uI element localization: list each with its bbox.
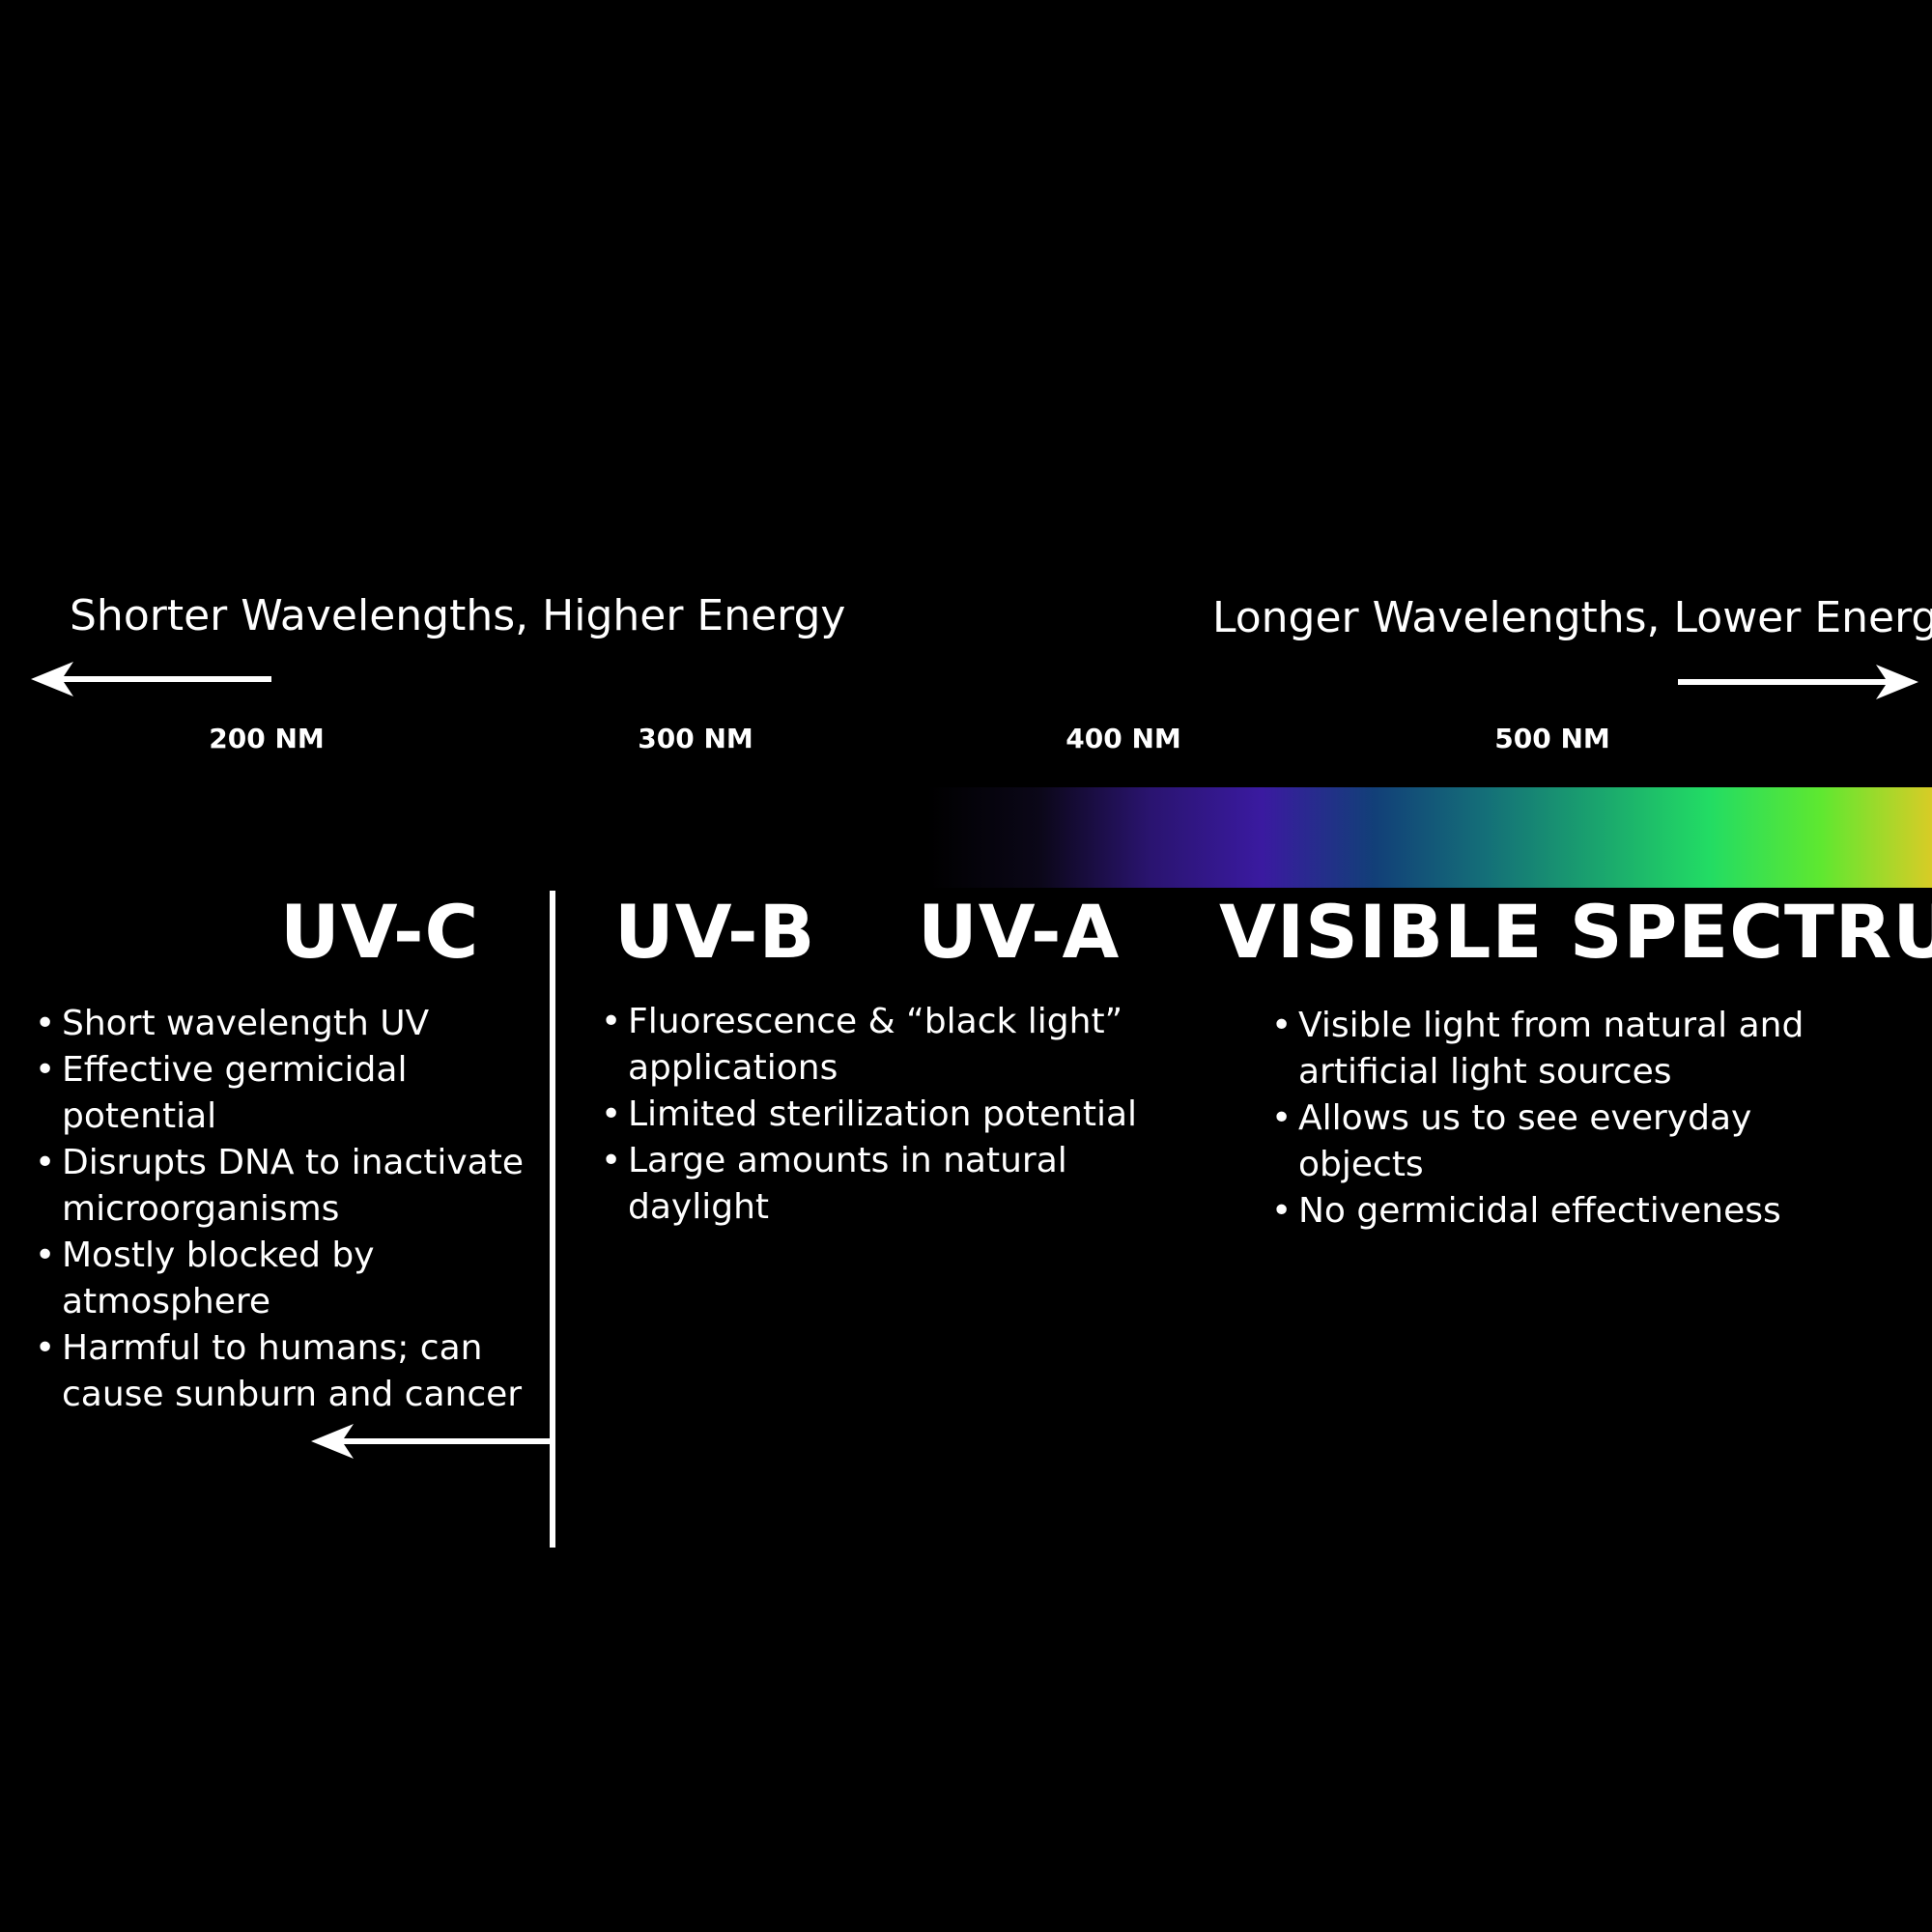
shorter-wavelengths-label: Shorter Wavelengths, Higher Energy <box>70 591 846 640</box>
visible-notes: Visible light from natural and artificia… <box>1269 1003 1888 1235</box>
tick-label-300nm: 300 NM <box>638 723 753 754</box>
uvc-note: Disrupts DNA to inactivate microorganism… <box>33 1140 545 1233</box>
visible-spectrum-title: VISIBLE SPECTRUM <box>1219 889 1932 975</box>
longer-wavelengths-label: Longer Wavelengths, Lower Energy <box>1212 593 1932 642</box>
spectrum-gradient-bar <box>927 787 1932 888</box>
uvc-range-arrow-icon <box>311 1424 553 1459</box>
tick-label-400nm: 400 NM <box>1065 723 1181 754</box>
visible-note: Visible light from natural and artificia… <box>1269 1003 1888 1095</box>
visible-note: Allows us to see everyday objects <box>1269 1095 1888 1188</box>
visible-note: No germicidal effectiveness <box>1269 1188 1888 1235</box>
uvc-note: Harmful to humans; can cause sunburn and… <box>33 1325 545 1418</box>
uvc-note: Effective germicidal potential <box>33 1047 545 1140</box>
arrow-right-icon <box>1678 665 1918 699</box>
arrow-left-icon <box>31 662 271 696</box>
uvb-title: UV-B <box>614 889 816 975</box>
uvc-notes: Short wavelength UV Effective germicidal… <box>33 1001 545 1418</box>
tick-label-200nm: 200 NM <box>209 723 325 754</box>
uvc-note: Short wavelength UV <box>33 1001 545 1047</box>
uvb-notes: Fluorescence & “black light” application… <box>599 999 1140 1231</box>
uvb-note: Limited sterilization potential <box>599 1092 1140 1138</box>
uvb-note: Large amounts in natural daylight <box>599 1138 1140 1231</box>
uvc-title: UV-C <box>280 889 480 975</box>
uvb-note: Fluorescence & “black light” application… <box>599 999 1140 1092</box>
uvc-note: Mostly blocked by atmosphere <box>33 1233 545 1325</box>
tick-label-500nm: 500 NM <box>1494 723 1610 754</box>
uva-title: UV-A <box>918 889 1121 975</box>
